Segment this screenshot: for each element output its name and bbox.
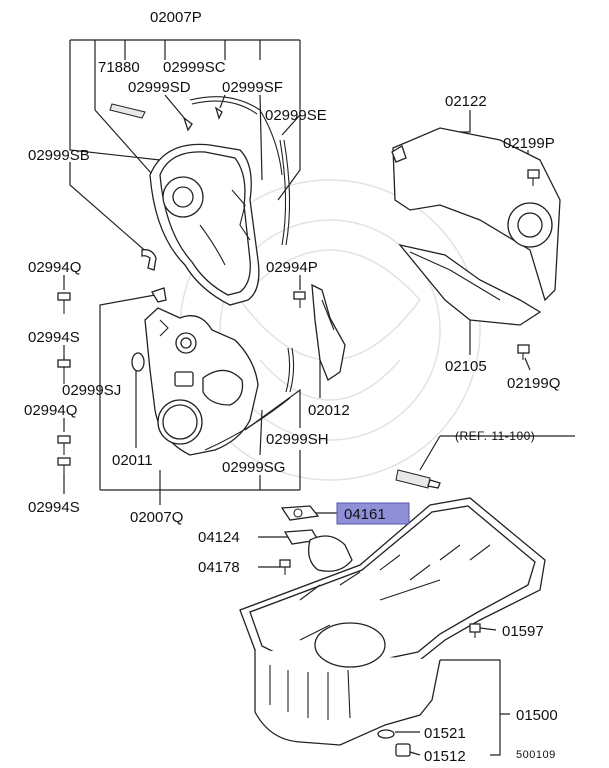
timing-belt-cover-upper [149, 143, 260, 306]
label-02007Q[interactable]: 02007Q [130, 509, 183, 526]
label-02011[interactable]: 02011 [112, 452, 153, 469]
label-02999SJ[interactable]: 02999SJ [62, 382, 121, 399]
bolt-02199P [527, 169, 540, 186]
bolt-02994Q-a [57, 292, 71, 314]
gasket-strip-71880 [109, 103, 146, 119]
stiffener-02105 [398, 243, 542, 326]
label-02199Q[interactable]: 02199Q [507, 375, 560, 392]
drawing-code: 500109 [516, 749, 556, 761]
seal-strip-02999SH [285, 347, 295, 393]
label-04161[interactable]: 04161 [344, 506, 386, 523]
bolt-02994S-a [57, 359, 71, 384]
oil-pan-01500 [239, 497, 546, 746]
label-02994S-b[interactable]: 02994S [28, 499, 80, 516]
label-01500[interactable]: 01500 [516, 707, 558, 724]
clip-02999SD [182, 116, 193, 132]
label-01597[interactable]: 01597 [502, 623, 544, 640]
gasket-01521 [377, 729, 395, 739]
rear-plate-02122 [391, 127, 561, 302]
label-02105[interactable]: 02105 [445, 358, 487, 375]
label-71880[interactable]: 71880 [98, 59, 140, 76]
bolt-02994S-b [57, 457, 71, 478]
part-labels: 02007P 71880 02999SC 02999SD 02999SF 029… [24, 9, 560, 765]
strainer-gasket-04161 [280, 505, 320, 521]
clip-02999SB [141, 249, 157, 271]
label-02999SB[interactable]: 02999SB [28, 147, 90, 164]
label-04124[interactable]: 04124 [198, 529, 240, 546]
bolt-04178 [279, 559, 291, 575]
highlight-box-04161[interactable] [336, 502, 410, 525]
clip-02999SJ [151, 287, 167, 303]
label-01521[interactable]: 01521 [424, 725, 466, 742]
label-02999SG[interactable]: 02999SG [222, 459, 285, 476]
label-02199P[interactable]: 02199P [503, 135, 555, 152]
label-02007P[interactable]: 02007P [150, 9, 202, 26]
timing-belt-cover-lower [144, 307, 259, 456]
label-02122[interactable]: 02122 [445, 93, 487, 110]
label-04178[interactable]: 04178 [198, 559, 240, 576]
gasket-02011 [131, 352, 145, 372]
seal-strip-02999SC [189, 96, 283, 176]
label-01512[interactable]: 01512 [424, 748, 466, 765]
bolt-02994Q-b [57, 435, 71, 455]
seal-strip-02999SG [204, 397, 291, 451]
oil-strainer-04124 [283, 529, 353, 572]
label-02994S-a[interactable]: 02994S [28, 329, 80, 346]
bolt-02199Q [517, 344, 530, 360]
label-02999SE[interactable]: 02999SE [265, 107, 327, 124]
sealant-tube [395, 469, 441, 489]
label-02994Q-a[interactable]: 02994Q [28, 259, 81, 276]
bolt-01597 [469, 623, 481, 638]
seal-strip-02999SE [279, 139, 291, 246]
drain-plug-01512 [395, 743, 411, 757]
watermark-emblem [179, 179, 481, 481]
label-02994Q-b[interactable]: 02994Q [24, 402, 77, 419]
label-02012[interactable]: 02012 [308, 402, 350, 419]
clip-02999SF [214, 106, 223, 120]
label-02999SH[interactable]: 02999SH [266, 431, 329, 448]
bolt-02994P [293, 291, 306, 308]
bracket-02012 [311, 283, 346, 381]
reference-note: (REF. 11-100) [455, 429, 535, 443]
label-02994P[interactable]: 02994P [266, 259, 318, 276]
label-02999SF[interactable]: 02999SF [222, 79, 283, 96]
label-02999SC[interactable]: 02999SC [163, 59, 226, 76]
label-02999SD[interactable]: 02999SD [128, 79, 191, 96]
